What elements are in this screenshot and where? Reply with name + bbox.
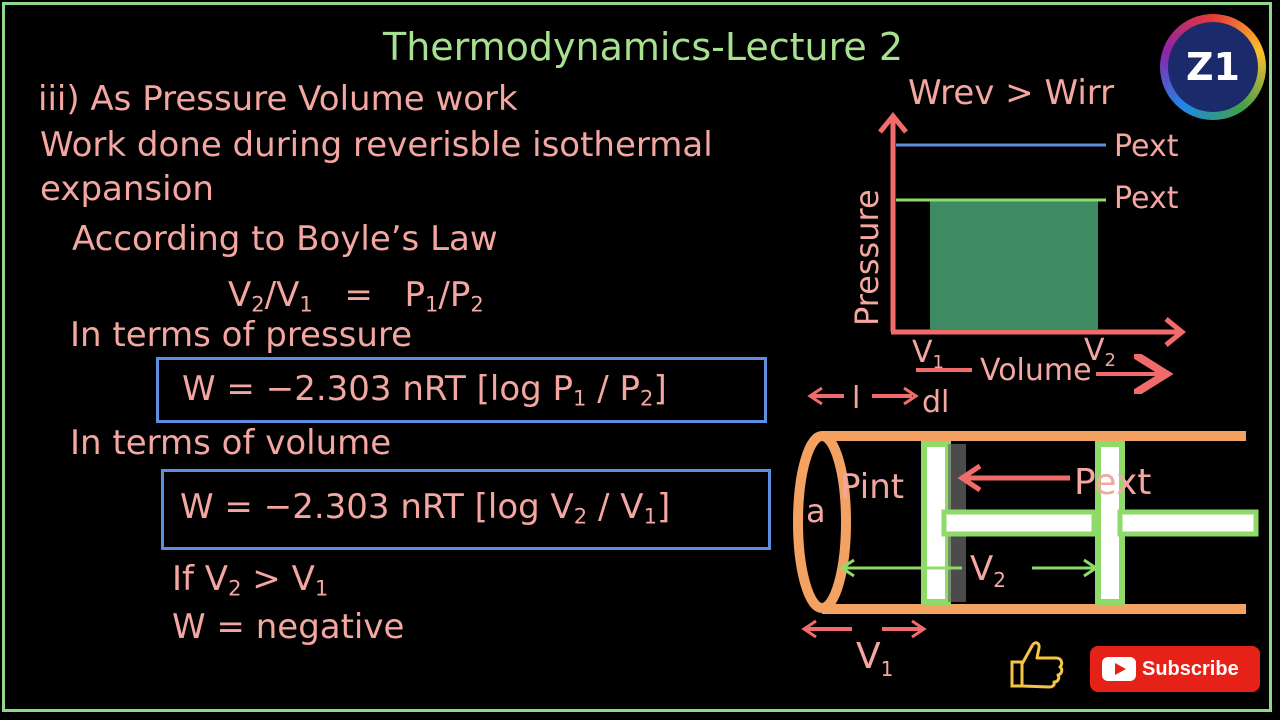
area-label: a [806,492,826,530]
pext-force-arrow-head [957,463,982,493]
channel-logo-inner: Z1 [1168,22,1258,112]
v2-arrow-right-head [1083,558,1099,578]
x-axis-label: Volume [980,353,1092,388]
cylinder-opening [793,431,851,613]
pext-piston-label: Pext [1074,462,1151,503]
like-thumbs-up-icon[interactable] [1008,638,1068,690]
pressure-equation-box [156,357,767,423]
v1-piston-label: V1 [856,636,893,681]
logo-text: Z1 [1186,45,1240,89]
volume-equation: W = −2.303 nRT [log V2 / V1] [180,487,671,529]
condition-text: If V2 > V1 [172,559,329,601]
v1-arrow-right-head [911,619,927,639]
v2-piston-label: V2 [970,549,1006,592]
slide-frame [2,2,1272,712]
y-axis-arrow [878,112,908,134]
y-axis-label: Pressure [848,189,886,326]
volume-terms-label: In terms of volume [70,423,392,463]
v2-arrow-left-head [839,558,855,578]
l-arrow-right-head [903,386,919,406]
piston-rod-initial [941,509,1097,537]
boyle-equation: V2/V1 = P1/P2 [228,275,484,317]
v2-graph-label: V2 [1084,333,1116,371]
pint-label: Pint [840,467,904,507]
subscribe-label: Subscribe [1142,657,1239,680]
x-axis-arrow [1164,317,1186,347]
v1-graph-label: V1 [912,335,944,373]
youtube-play-icon [1102,657,1136,681]
pressure-equation: W = −2.303 nRT [log P1 / P2] [182,369,667,411]
page-title: Thermodynamics-Lecture 2 [383,25,904,69]
section-heading: iii) As Pressure Volume work [38,79,518,119]
channel-logo[interactable]: Z1 [1160,14,1266,120]
subscribe-button[interactable]: Subscribe [1090,646,1260,692]
work-area [930,200,1098,330]
pressure-terms-label: In terms of pressure [70,315,413,355]
dl-label: dl [922,385,949,420]
l-label: l [852,381,860,416]
piston-rod-final [1117,509,1259,537]
result-text: W = negative [172,607,405,647]
subheading-line-2: expansion [40,169,214,209]
boyle-law-label: According to Boyle’s Law [72,219,498,259]
volume-equation-box [161,469,771,550]
l-arrow-left-head [807,386,823,406]
pext-label-top: Pext [1114,129,1179,164]
v1-arrow-left-head [801,619,817,639]
pext-label-bottom: Pext [1114,181,1179,216]
comparison-label: Wrev > Wirr [908,73,1114,113]
subheading-line-1: Work done during reverisble isothermal [40,125,713,165]
